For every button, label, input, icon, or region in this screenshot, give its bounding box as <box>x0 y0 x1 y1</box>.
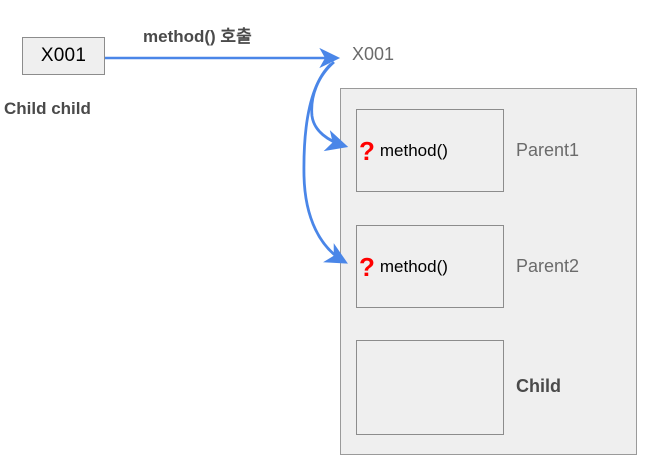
call-edge-label: method() 호출 <box>143 27 252 46</box>
method-slot-parent2-content: ? method() <box>359 254 448 280</box>
question-mark-icon: ? <box>359 251 375 282</box>
method-slot-child <box>356 340 504 435</box>
dispatch-arrow-parent2 <box>302 62 348 264</box>
method-signature-parent2: method() <box>379 256 448 276</box>
class-label-child: Child <box>516 376 561 396</box>
caller-reference-box: X001 <box>22 37 105 75</box>
caller-reference-value: X001 <box>40 45 87 66</box>
caller-declaration-label: Child child <box>4 99 91 118</box>
object-container: ? method() Parent1 ? method() Parent2 Ch… <box>340 88 637 455</box>
target-reference-label: X001 <box>352 44 395 64</box>
method-slot-parent1-content: ? method() <box>359 138 448 164</box>
method-signature-parent1: method() <box>379 140 448 160</box>
question-mark-icon: ? <box>359 135 375 166</box>
class-label-parent2: Parent2 <box>516 256 580 276</box>
method-slot-parent2: ? method() <box>356 225 504 308</box>
method-slot-parent1: ? method() <box>356 109 504 192</box>
class-label-parent1: Parent1 <box>516 140 580 160</box>
